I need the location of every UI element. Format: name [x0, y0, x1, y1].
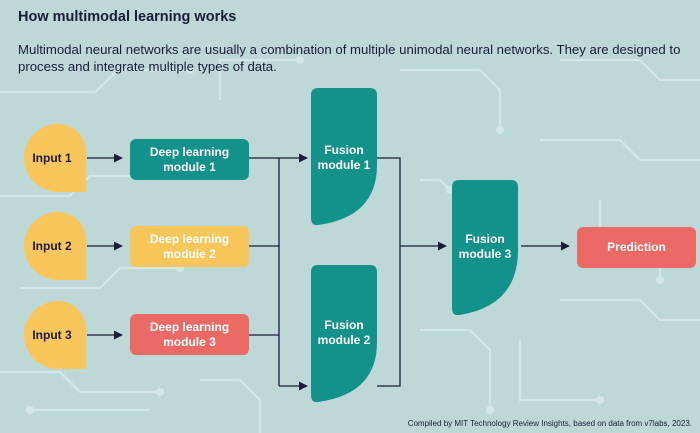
- input-1-bubble: [24, 124, 86, 192]
- line-fusion2-out: [377, 246, 401, 387]
- input-2-bubble: [24, 212, 86, 280]
- deep-learning-module-1-box: [130, 139, 249, 180]
- line-fusion1-out: [377, 157, 401, 246]
- deep-learning-module-3-box: [130, 314, 249, 355]
- input-3-bubble: [24, 301, 86, 369]
- source-credit: Compiled by MIT Technology Review Insigh…: [407, 419, 692, 428]
- page-subtitle: Multimodal neural networks are usually a…: [18, 42, 681, 74]
- deep-learning-module-2-box: [130, 226, 249, 267]
- prediction-box: [577, 227, 696, 268]
- fusion-module-1-shape: [311, 88, 377, 226]
- page-title: How multimodal learning works: [18, 9, 237, 25]
- fusion-module-2-shape: [311, 265, 377, 403]
- fusion-module-3-shape: [452, 180, 518, 316]
